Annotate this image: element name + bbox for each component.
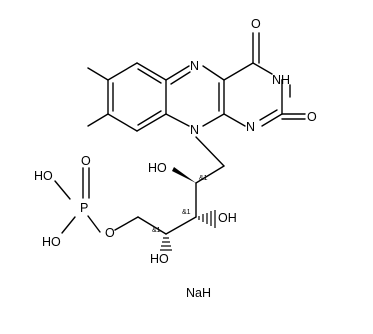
bond-methyl-lower (87, 113, 109, 127)
atom-o-ester: O (105, 226, 115, 240)
bond-pym-5-inner (259, 109, 278, 121)
bond-c3-c4 (165, 216, 197, 235)
atom-o4: O (251, 17, 261, 31)
bond-pyr-5 (165, 113, 190, 127)
atom-oh-p-top: HO (34, 169, 53, 183)
bond-pym-2 (252, 62, 273, 75)
bond-benz-5-inner (137, 68, 162, 84)
bond-pyr-1-inner (170, 71, 191, 85)
bond-pyr-1 (165, 65, 190, 81)
bond-c3-oh-hash (198, 210, 216, 228)
atom-oh-c4: HO (150, 252, 169, 266)
bond-benz-3 (136, 113, 167, 132)
bond-n10-ch2 (195, 136, 225, 167)
bond-pym-5 (261, 113, 283, 127)
bond-c4-c5 (137, 216, 167, 235)
atom-oh-p-bottom: HO (42, 235, 61, 249)
bond-pym-1 (223, 62, 254, 81)
atom-p: P (80, 201, 88, 215)
atom-n10: N (190, 123, 199, 137)
bond-ch2-c2 (195, 165, 225, 184)
bond-pyr-4 (202, 113, 225, 127)
counterion-label: NaH (186, 286, 211, 300)
bond-c2-oh-wedge (172, 167, 196, 183)
bond-p-oh-top (54, 180, 71, 200)
atom-nh3: NH (272, 73, 290, 87)
bond-c5-oester (114, 216, 139, 231)
bond-pyr-2 (202, 65, 225, 81)
bond-benz-3-inner (137, 110, 162, 126)
atom-oh-c2: HO (148, 161, 167, 175)
bond-p-oh-bottom (61, 216, 76, 234)
bond-pym-6 (223, 113, 246, 127)
stereo-label-c4: &1 (152, 227, 161, 234)
bond-layer (54, 32, 306, 251)
stereo-label-c3: &1 (182, 209, 191, 216)
bond-methyl-upper (87, 67, 109, 81)
atom-o-p-double: O (81, 154, 91, 168)
atom-label-layer: N O NH O N N HO OH HO O P O HO HO &1 &1 … (34, 17, 317, 300)
atom-n1: N (246, 120, 255, 134)
bond-benz-5 (136, 62, 167, 81)
bond-oester-p (87, 215, 101, 233)
atom-o2: O (307, 110, 317, 124)
atom-n5: N (190, 59, 199, 73)
atom-oh-c3: OH (218, 211, 237, 225)
bond-c4-oh-hash (160, 237, 172, 251)
bond-benz-2 (107, 113, 138, 132)
stereo-label-c2: &1 (199, 175, 208, 182)
bond-benz-6 (107, 62, 138, 81)
